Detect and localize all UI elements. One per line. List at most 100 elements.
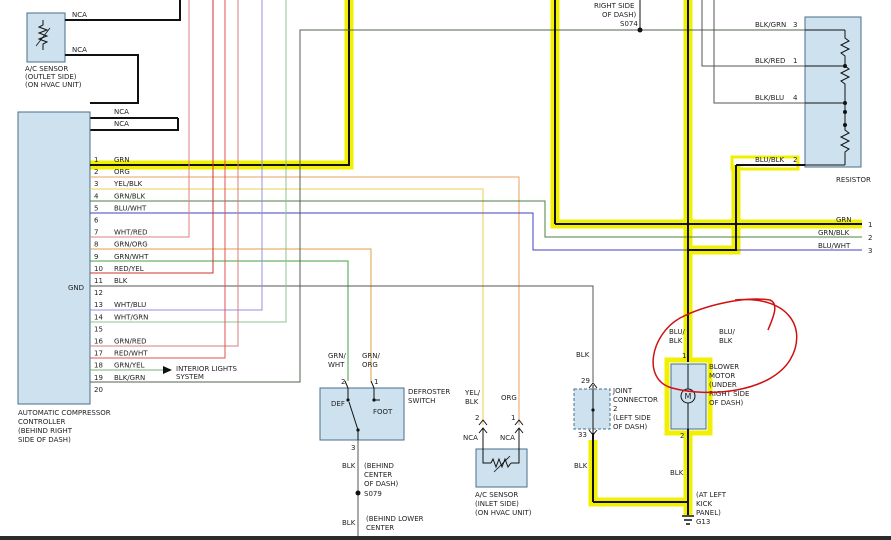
joint-label: 2 bbox=[613, 405, 617, 413]
wire-color-label: BLU/BLK bbox=[755, 156, 785, 164]
wire-color-label: BLU/WHT bbox=[818, 242, 851, 250]
wire-color-label: GRN/WHT bbox=[114, 253, 149, 261]
pin-number: 11 bbox=[94, 277, 103, 285]
pin-number: 2 bbox=[868, 234, 872, 242]
motor-symbol: M bbox=[685, 392, 692, 401]
thermistor-symbol bbox=[490, 457, 512, 469]
controller-label: AUTOMATIC COMPRESSOR bbox=[18, 409, 111, 417]
blk-label: BLK bbox=[342, 519, 356, 527]
wire-color-label: BLK/GRN bbox=[114, 374, 145, 382]
wire-color-label: BLK bbox=[114, 277, 128, 285]
blower-label: BLOWER bbox=[709, 363, 739, 371]
motor-icon bbox=[680, 388, 696, 404]
pin-number: 4 bbox=[94, 192, 99, 200]
foot-label: FOOT bbox=[373, 408, 393, 416]
nca-label: NCA bbox=[72, 11, 87, 19]
defroster-wire-label: ORG bbox=[362, 361, 378, 369]
wire-color-label: WHT/RED bbox=[114, 229, 148, 237]
pin-number: 17 bbox=[94, 350, 103, 358]
wire-color-label: RED/YEL bbox=[114, 265, 144, 273]
arrow-icon bbox=[163, 366, 172, 374]
blower-wire-label: BLU/ bbox=[719, 328, 735, 336]
wire-color-label: GRN bbox=[114, 156, 130, 164]
wire-color-label: BLK/GRN bbox=[755, 21, 786, 29]
blower-wire-label: BLU/ bbox=[669, 328, 685, 336]
blower-label: (UNDER bbox=[709, 381, 737, 389]
defroster-switch-box bbox=[319, 387, 405, 441]
wire-color-label: WHT/GRN bbox=[114, 313, 148, 321]
joint-label: CONNECTOR bbox=[613, 396, 658, 404]
pin-number: 33 bbox=[578, 431, 587, 439]
pin-number: 12 bbox=[94, 289, 103, 297]
nca-label: NCA bbox=[500, 434, 515, 442]
compressor-controller-box bbox=[17, 111, 91, 405]
blk-label: BLK bbox=[342, 462, 356, 470]
behind-lower-label: (BEHIND LOWER bbox=[366, 515, 424, 523]
blower-label: RIGHT SIDE bbox=[709, 390, 749, 398]
ground-label: KICK bbox=[696, 500, 713, 508]
nca-label: NCA bbox=[463, 434, 478, 442]
pin-number: 9 bbox=[94, 253, 98, 261]
blk-label: BLK bbox=[576, 351, 590, 359]
blk-label: BLK bbox=[574, 462, 588, 470]
wire-color-label: GRN bbox=[836, 216, 852, 224]
behind-label: (BEHIND bbox=[364, 462, 394, 470]
wire-color-label: BLK/BLU bbox=[755, 94, 784, 102]
right-side-label: RIGHT SIDE bbox=[594, 2, 634, 10]
thermistor-symbol bbox=[37, 20, 49, 50]
pin-number: 3 bbox=[94, 180, 98, 188]
wire-color-label: BLU/WHT bbox=[114, 204, 147, 212]
behind-lower-label: CENTER bbox=[366, 524, 394, 532]
pin-number: 1 bbox=[374, 378, 378, 386]
g13-label: G13 bbox=[696, 518, 710, 526]
defroster-wire-label: GRN/ bbox=[328, 352, 347, 360]
pin-number: 19 bbox=[94, 374, 103, 382]
pin-number: 15 bbox=[94, 325, 103, 333]
ground-icon bbox=[682, 515, 694, 525]
bottom-edge-bar bbox=[0, 536, 891, 540]
pin-number: 29 bbox=[581, 377, 590, 385]
interior-lights-label: INTERIOR LIGHTS bbox=[176, 365, 237, 373]
resistor-element bbox=[839, 30, 851, 165]
pin-number: 1 bbox=[868, 221, 872, 229]
blk-label: BLK bbox=[670, 469, 684, 477]
pin-number: 18 bbox=[94, 362, 103, 370]
pin-number: 3 bbox=[793, 21, 797, 29]
ac-sensor-outlet-label: A/C SENSOR bbox=[25, 65, 68, 73]
pin-number: 2 bbox=[94, 168, 98, 176]
wire-color-label: GRN/RED bbox=[114, 338, 147, 346]
nca-label: NCA bbox=[114, 108, 129, 116]
pin-number: 8 bbox=[94, 241, 98, 249]
pin-number: 3 bbox=[351, 444, 355, 452]
resistor-title: RESISTOR bbox=[836, 176, 871, 184]
pin-number: 2 bbox=[793, 156, 797, 164]
nca-label: NCA bbox=[114, 120, 129, 128]
blower-label: MOTOR bbox=[709, 372, 735, 380]
ac-sensor-inlet-label: (INLET SIDE) bbox=[475, 500, 519, 508]
pin-number: 13 bbox=[94, 301, 103, 309]
blower-wire-label: BLK bbox=[669, 337, 683, 345]
pin-number: 7 bbox=[94, 229, 98, 237]
joint-label: (LEFT SIDE bbox=[613, 414, 651, 422]
def-label: DEF bbox=[331, 400, 345, 408]
pin-number: 1 bbox=[511, 414, 515, 422]
wire-color-label: GRN/ORG bbox=[114, 241, 148, 249]
controller-wires bbox=[90, 0, 862, 425]
ac-sensor-outlet-box bbox=[26, 12, 66, 63]
controller-label: (BEHIND RIGHT bbox=[18, 427, 73, 435]
interior-lights-label: SYSTEM bbox=[176, 373, 204, 381]
wire-color-label: YEL/BLK bbox=[113, 180, 143, 188]
defroster-wire-label: GRN/ bbox=[362, 352, 381, 360]
ground-label: (AT LEFT bbox=[696, 491, 727, 499]
inlet-wire-label: BLK bbox=[465, 398, 479, 406]
joint-label: OF DASH) bbox=[613, 423, 648, 431]
defroster-label: DEFROSTER bbox=[408, 388, 450, 396]
joint-label: JOINT bbox=[612, 387, 633, 395]
wire-color-label: GRN/YEL bbox=[114, 362, 145, 370]
annotation-circle bbox=[652, 298, 798, 394]
right-side-label: OF DASH) bbox=[602, 11, 637, 19]
ac-sensor-inlet-label: A/C SENSOR bbox=[475, 491, 518, 499]
highlight-resistor-pin bbox=[730, 155, 800, 171]
